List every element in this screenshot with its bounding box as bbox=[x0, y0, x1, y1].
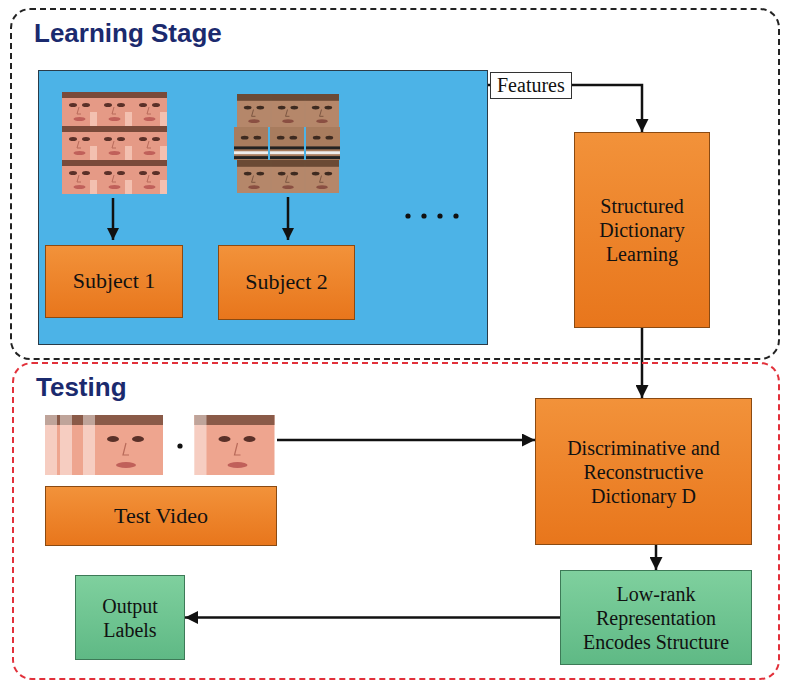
flow-arrow bbox=[185, 616, 560, 619]
box-shape: Output Labels bbox=[75, 575, 185, 660]
box-label: Structured Dictionary Learning bbox=[583, 194, 701, 266]
flow-arrow bbox=[655, 545, 658, 570]
stage-region: Learning StageSubject 1 Subject 2 Structur… bbox=[10, 8, 780, 360]
box-label: Subject 1 bbox=[73, 268, 156, 294]
input-video: Test Video bbox=[45, 410, 277, 546]
edge-label: Features bbox=[490, 72, 572, 99]
ellipsis-dots bbox=[405, 213, 458, 218]
box-label: Discriminative and Reconstructive Dictio… bbox=[544, 436, 743, 508]
process-box: Subject 2 bbox=[218, 245, 355, 320]
stage-region: TestingTest Video Discriminative and Reco… bbox=[12, 362, 780, 680]
box-shape: Low-rank Representation Encodes Structur… bbox=[560, 570, 752, 665]
result-box: Low-rank Representation Encodes Structur… bbox=[560, 570, 752, 665]
box-label: Low-rank Representation Encodes Structur… bbox=[569, 582, 743, 654]
box-label: Output Labels bbox=[84, 594, 176, 642]
stage-title: Learning Stage bbox=[34, 18, 222, 49]
down-arrow bbox=[287, 197, 290, 240]
box-shape: Structured Dictionary Learning bbox=[574, 132, 710, 328]
result-box: Output Labels bbox=[75, 575, 185, 660]
box-label: Test Video bbox=[114, 503, 208, 529]
panel-fill bbox=[38, 70, 488, 345]
training-panel: Subject 1 Subject 2 bbox=[38, 70, 488, 345]
flow-arrow bbox=[277, 439, 535, 442]
process-box: Structured Dictionary Learning bbox=[574, 132, 710, 328]
video-frames bbox=[45, 415, 275, 475]
box-shape: Subject 2 bbox=[218, 245, 355, 320]
stage-title: Testing bbox=[36, 372, 127, 403]
box-shape: Discriminative and Reconstructive Dictio… bbox=[535, 398, 752, 545]
subject-faces bbox=[62, 92, 167, 194]
process-box: Discriminative and Reconstructive Dictio… bbox=[535, 398, 752, 545]
process-box: Subject 1 bbox=[45, 245, 183, 318]
box-shape: Test Video bbox=[45, 486, 277, 546]
box-label: Subject 2 bbox=[245, 269, 328, 295]
box-shape: Subject 1 bbox=[45, 245, 183, 318]
subject-faces bbox=[234, 94, 340, 193]
down-arrow bbox=[112, 198, 115, 240]
